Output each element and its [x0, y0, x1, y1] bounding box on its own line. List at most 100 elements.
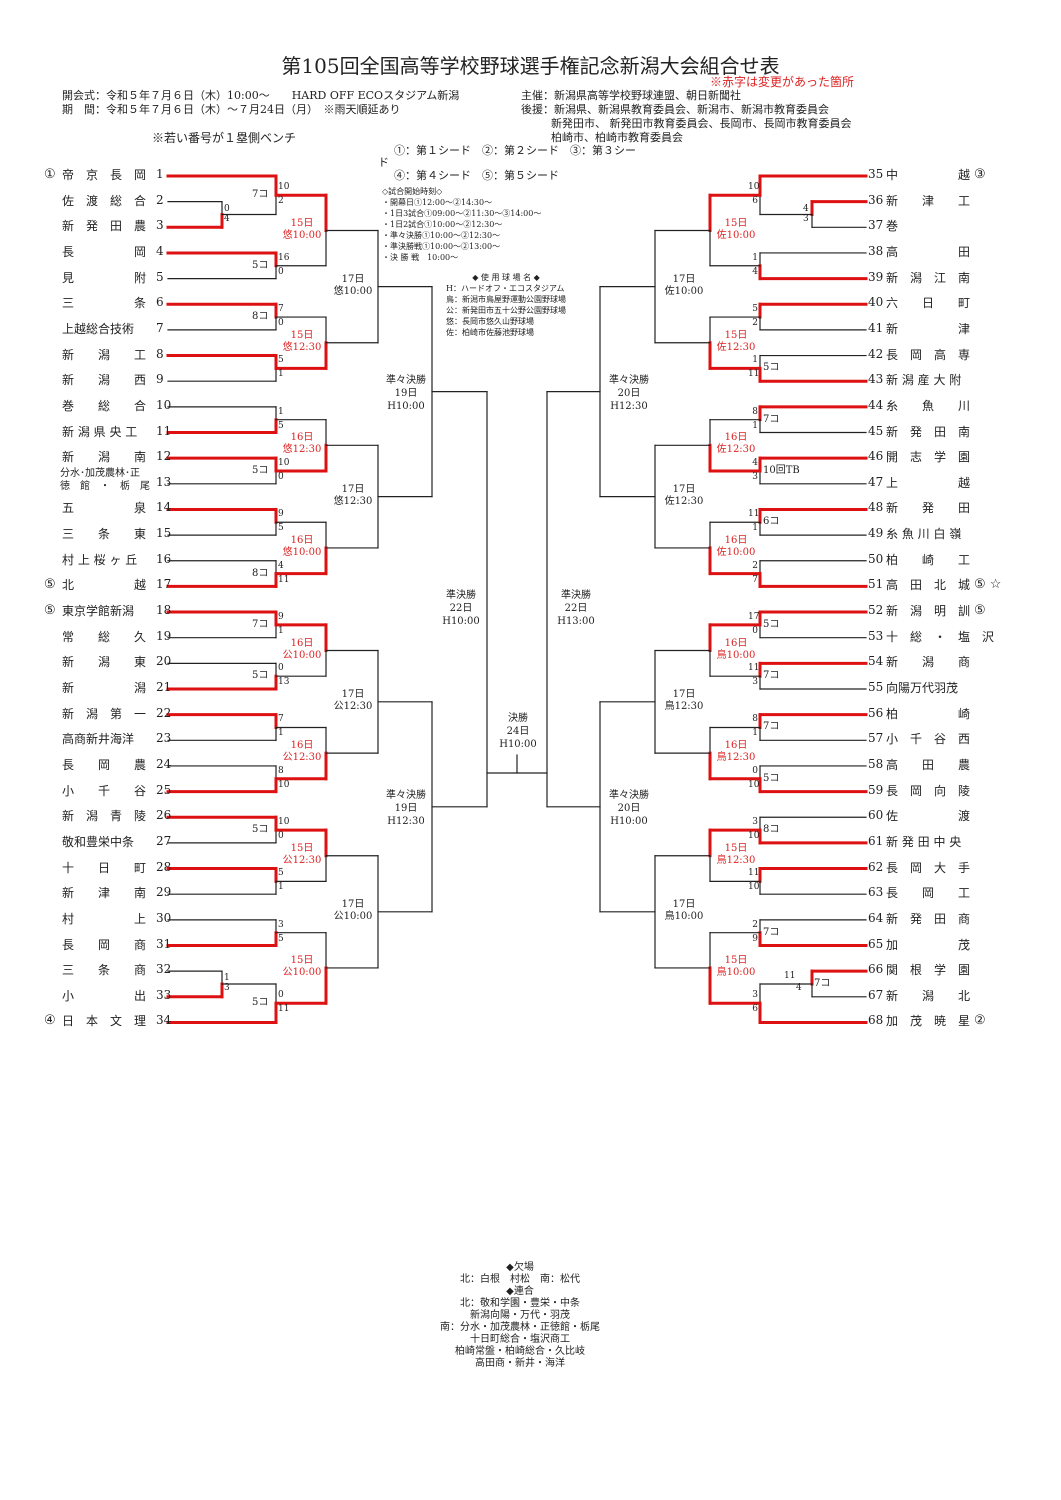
- score: 16: [278, 252, 290, 263]
- team-name: 十 日 町: [62, 860, 147, 875]
- score: 5: [278, 868, 284, 879]
- match-time: 公12:30: [282, 854, 322, 866]
- score: 7: [278, 714, 284, 725]
- team-name: 巻 総 合: [62, 398, 147, 413]
- team-number: 56: [868, 705, 884, 720]
- score: 8: [752, 714, 758, 725]
- team-name: 佐 渡 総 合: [62, 193, 147, 208]
- change-note: ※赤字は変更があった箇所: [710, 75, 855, 89]
- score: 10: [278, 779, 290, 790]
- team-name: 新 津: [886, 321, 971, 336]
- team-number: 65: [868, 936, 884, 951]
- team-name: 開 志 学 園: [886, 450, 971, 465]
- called-game-mark: 5コ: [252, 670, 269, 682]
- match-time: 悠12:30: [333, 495, 373, 507]
- team-number: 5: [156, 269, 164, 284]
- team-number: 8: [156, 346, 164, 361]
- score: 1: [752, 252, 758, 263]
- team-name: 五 泉: [62, 501, 147, 516]
- team-name: 柏 崎: [886, 706, 971, 721]
- score: 11: [748, 663, 760, 674]
- team-number: 53: [868, 628, 884, 643]
- match-time: H10:00: [442, 616, 480, 628]
- start-time-line: ・準決勝戦①10:00～②13:00～: [382, 242, 501, 251]
- absent-block: ◆欠場 北：白根 村松 南：松代 ◆連合 北：敬和学園・豊栄・中条 新潟向陽・万…: [420, 1262, 620, 1370]
- match-day: 16日: [724, 740, 748, 752]
- called-game-mark: 5コ: [252, 259, 269, 271]
- team-number: 57: [868, 731, 884, 746]
- score: 4: [752, 266, 758, 277]
- team-name: 佐 渡: [886, 809, 971, 824]
- score: 5: [278, 420, 284, 431]
- team-number: 60: [868, 808, 884, 823]
- match-time: 鳥12:30: [716, 854, 756, 866]
- score: 0: [278, 471, 284, 482]
- match-day: 15日: [724, 842, 748, 854]
- team-number: 39: [868, 269, 884, 284]
- team-name: 新 発 田: [886, 501, 971, 516]
- score: 2: [752, 919, 758, 930]
- match-time: 鳥10:00: [716, 966, 756, 978]
- match-day: 16日: [290, 432, 314, 444]
- called-game-mark: 7コ: [763, 926, 780, 938]
- match-time: H13:00: [557, 616, 595, 628]
- match-day: 20日: [617, 387, 641, 399]
- team-name: 新 潟 南: [62, 450, 147, 465]
- team-number: 29: [156, 885, 172, 900]
- team-name: 帝 京 長 岡: [62, 168, 147, 182]
- team-name: 小 千 谷: [62, 783, 147, 798]
- match-day: 16日: [724, 637, 748, 649]
- round-title: 準々決勝: [386, 789, 426, 801]
- called-game-mark: 7コ: [252, 189, 269, 201]
- match-time: H12:30: [610, 400, 648, 412]
- called-game-mark: 5コ: [252, 997, 269, 1009]
- score: 0: [752, 765, 758, 776]
- match-day: 16日: [290, 740, 314, 752]
- score: 4: [224, 213, 230, 224]
- score: 11: [278, 574, 290, 585]
- seed-mark: ④: [44, 1013, 56, 1029]
- called-game-mark: 5コ: [763, 618, 780, 630]
- score: 1: [278, 728, 284, 739]
- score: 0: [278, 831, 284, 842]
- team-number: 23: [156, 731, 172, 746]
- score: 9: [752, 933, 758, 944]
- bench-note: ※若い番号が１塁側ベンチ: [152, 131, 297, 145]
- score: 10: [278, 182, 290, 193]
- score: 1: [752, 523, 758, 534]
- match-day: 17日: [341, 483, 365, 495]
- team-name: 三 条: [62, 296, 147, 311]
- score: 4: [752, 457, 758, 468]
- venues-block: ◆ 使 用 球 場 名 ◆ H：ハードオフ・エコスタジアム 鳥：新潟市鳥屋野運動…: [446, 272, 566, 338]
- team-number: 45: [868, 423, 884, 438]
- team-number: 52: [868, 603, 884, 618]
- team-number: 59: [868, 782, 884, 797]
- venues-heading: ◆ 使 用 球 場 名 ◆: [472, 273, 540, 282]
- combined-line: 南：分水・加茂農林・正徳館・栃尾: [440, 1322, 600, 1333]
- team-name: 新 発 田 農: [62, 219, 147, 234]
- venue-line: 公：新発田市五十公野公園野球場: [446, 306, 566, 315]
- team-name: 十 総 ・ 塩 沢: [886, 629, 995, 644]
- score: 11: [748, 369, 760, 380]
- match-day: 15日: [724, 217, 748, 229]
- score: 2: [752, 560, 758, 571]
- combined-line: 高田商・新井・海洋: [475, 1358, 565, 1369]
- seed-mark: ⑤: [974, 603, 986, 619]
- match-day: 17日: [341, 688, 365, 700]
- team-name: 長 岡 高 専: [886, 347, 971, 362]
- team-name: 分水･加茂農林･正: [60, 467, 140, 479]
- score: 11: [748, 868, 760, 879]
- team-name: 新 潟 県 央 工: [62, 424, 138, 439]
- score: 10: [748, 831, 760, 842]
- team-number: 38: [868, 243, 884, 258]
- seed-legend-1: ①：第１シード ②：第２シード ③：第３シー: [394, 144, 636, 157]
- team-number: 42: [868, 346, 884, 361]
- team-number: 17: [156, 577, 172, 592]
- start-time-line: ・決 勝 戦 10:00～: [382, 253, 459, 262]
- called-game-mark: 8コ: [252, 311, 269, 323]
- match-time: 鳥12:30: [716, 752, 756, 764]
- match-time: H10:00: [387, 400, 425, 412]
- start-time-line: ・準々決勝①10:00～②12:30～: [382, 231, 501, 240]
- team-number: 43: [868, 372, 884, 387]
- team-number: 50: [868, 551, 884, 566]
